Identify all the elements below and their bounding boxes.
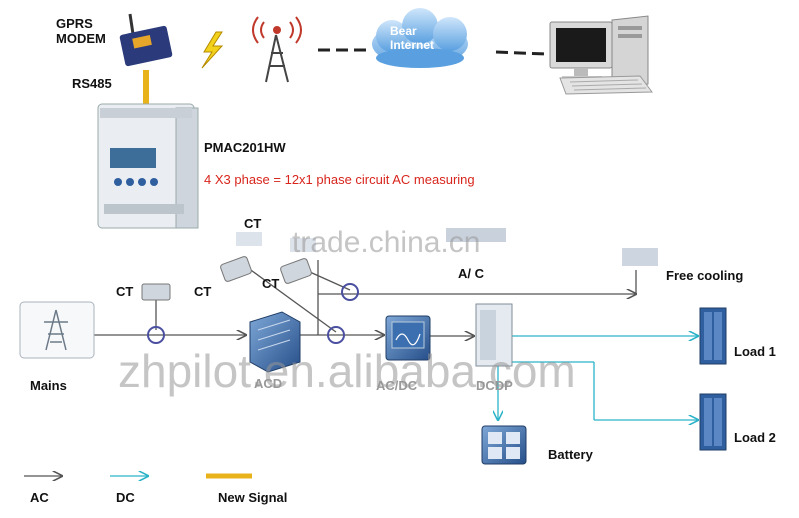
gprs-modem-label: GPRS MODEM bbox=[56, 16, 106, 46]
ct-label-top: CT bbox=[244, 216, 262, 231]
load2-rack-icon bbox=[699, 393, 727, 451]
pdu-label: ACD bbox=[254, 376, 283, 391]
ac-unit-label: A/ C bbox=[458, 266, 484, 281]
load1-rack-icon bbox=[699, 307, 727, 365]
measuring-note: 4 X3 phase = 12x1 phase circuit AC measu… bbox=[204, 172, 475, 187]
load2-label: Load 2 bbox=[734, 430, 776, 445]
ac-lines bbox=[94, 260, 636, 336]
watermark-main: zhpilot.en.alibaba.com bbox=[118, 345, 576, 397]
pmac-device-icon bbox=[97, 103, 199, 229]
legend-signal-label: New Signal bbox=[218, 490, 288, 505]
computer-icon bbox=[549, 15, 653, 95]
lightning-icon bbox=[201, 31, 224, 69]
ct-rings bbox=[147, 283, 359, 344]
internet-cloud-icon bbox=[372, 8, 468, 68]
rectifier-label: AC/DC bbox=[376, 378, 418, 393]
ct-label-1: CT bbox=[116, 284, 134, 299]
legend-dc-label: DC bbox=[116, 490, 135, 505]
legend-ac-label: AC bbox=[30, 490, 49, 505]
load1-label: Load 1 bbox=[734, 344, 776, 359]
ct-label-3: CT bbox=[262, 276, 280, 291]
dc-cabinet-icon bbox=[475, 303, 513, 367]
cloud-computer-link bbox=[495, 50, 547, 56]
rectifier-icon bbox=[385, 315, 431, 361]
rs485-label: RS485 bbox=[72, 76, 112, 91]
dc-lines bbox=[498, 336, 698, 420]
battery-label: Battery bbox=[548, 447, 593, 462]
free-cooling-label: Free cooling bbox=[666, 268, 744, 283]
battery-icon bbox=[481, 425, 527, 465]
free-cooling-icon bbox=[622, 248, 658, 266]
gprs-modem-icon bbox=[119, 13, 173, 67]
ac-unit-icon bbox=[446, 228, 506, 242]
device-model-label: PMAC201HW bbox=[204, 140, 286, 155]
watermark-secondary: trade.china.cn bbox=[292, 226, 481, 259]
ct-clamp-icons bbox=[141, 232, 316, 301]
mains-icon bbox=[19, 301, 95, 359]
dc-cabinet-label: DCDP bbox=[476, 378, 513, 393]
antenna-tower-icon bbox=[252, 16, 302, 83]
ct-label-2: CT bbox=[194, 284, 212, 299]
mains-label: Mains bbox=[30, 378, 67, 393]
pdu-icon bbox=[249, 311, 301, 373]
bear-internet-label: Bear Internet bbox=[390, 24, 435, 52]
